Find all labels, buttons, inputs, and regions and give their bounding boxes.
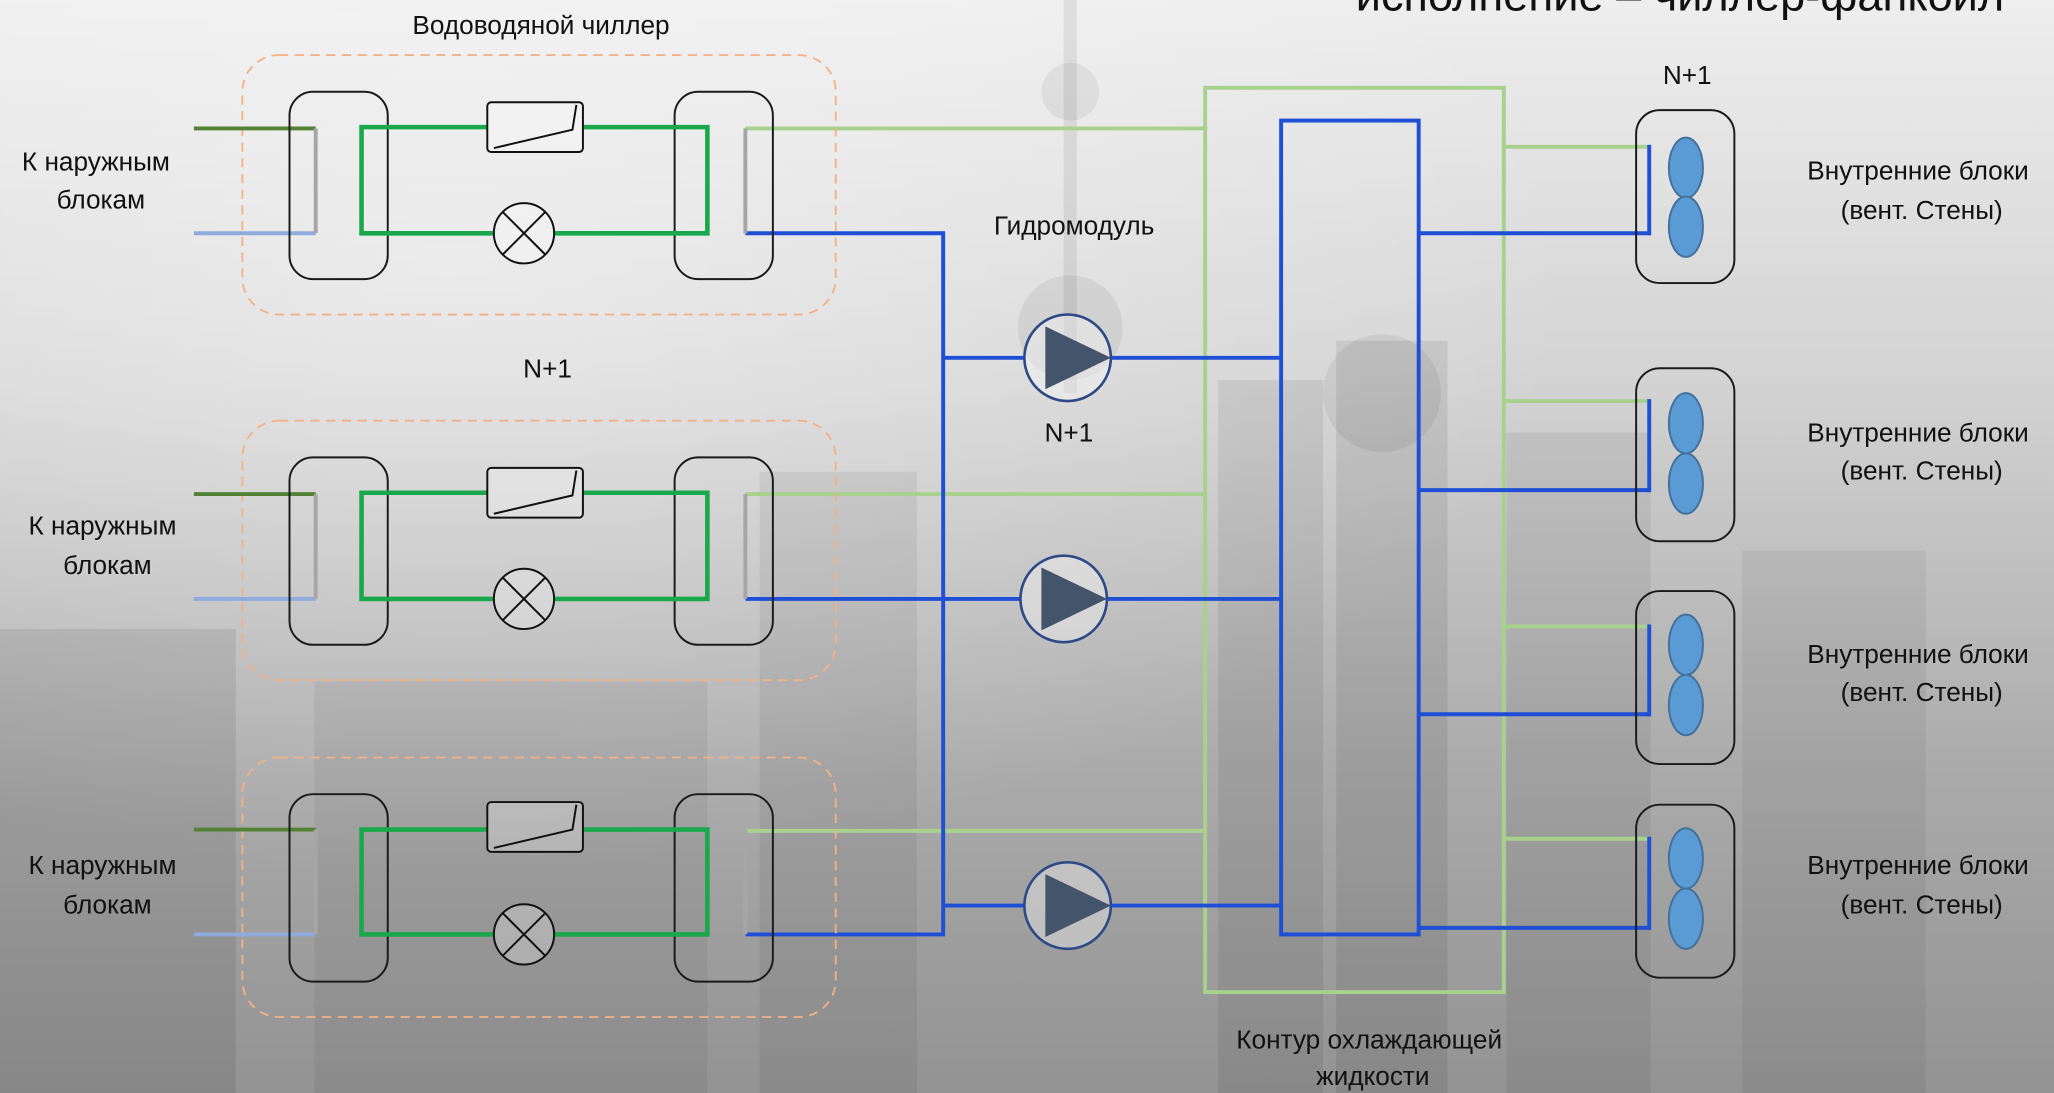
heat-exchanger-left: [288, 793, 389, 983]
pump: [1019, 554, 1109, 644]
coolant-loop-label: Контур охлаждающей жидкости: [1236, 1024, 1509, 1091]
coolant-loop-label-line: жидкости: [1316, 1061, 1429, 1091]
indoor-unit: [1635, 590, 1736, 766]
indoor-units-label-line: (вент. Стены): [1841, 456, 2003, 486]
hydromodule-label: Гидромодуль: [994, 211, 1154, 241]
indoor-units-label-line: Внутренние блоки: [1807, 418, 2029, 448]
fan-blade-icon: [1667, 195, 1704, 258]
refrigerant-loop-right: [554, 827, 710, 937]
refrigerant-loop-left: [359, 827, 494, 937]
water-pipes-green: [745, 85, 1650, 995]
indoor-units-label: Внутренние блоки (вент. Стены): [1807, 156, 2036, 225]
pump: [1023, 861, 1113, 951]
coolant-loop-label-line: Контур охлаждающей: [1236, 1024, 1502, 1054]
compressor-icon: [486, 801, 584, 853]
outdoor-units-label-line: блокам: [63, 550, 152, 580]
expansion-valve-icon: [492, 202, 556, 265]
compressor-icon: [486, 466, 584, 519]
chiller-group-label: Водоводяной чиллер: [412, 10, 669, 40]
chiller-unit: [193, 756, 837, 1018]
fan-blade-icon: [1667, 673, 1704, 737]
indoor-units-label: Внутренние блоки (вент. Стены): [1807, 418, 2036, 486]
outdoor-units-label-line: К наружным: [22, 146, 170, 176]
pump: [1023, 313, 1113, 403]
indoor-unit-body: [1635, 803, 1736, 979]
coolant-loop-outer: [1203, 85, 1506, 995]
background-skyline: [0, 0, 1926, 1093]
outdoor-units-label: К наружным блокам: [28, 511, 183, 580]
outdoor-units-label-line: блокам: [57, 184, 146, 214]
outdoor-units-label: К наружным блокам: [22, 146, 177, 214]
heat-exchanger-right: [673, 456, 774, 646]
outdoor-units-label: К наружным блокам: [28, 850, 183, 919]
refrigerant-loop-right: [554, 124, 710, 236]
fan-blade-icon: [1667, 887, 1704, 950]
indoor-units-label-line: (вент. Стены): [1841, 677, 2003, 707]
refrigerant-loop-left: [359, 490, 494, 602]
fan-blade-icon: [1667, 452, 1704, 515]
chiller-frame: [241, 756, 837, 1018]
chiller-unit: [193, 54, 837, 316]
indoor-units-label-line: (вент. Стены): [1841, 889, 2003, 919]
heat-exchanger-right: [673, 793, 774, 983]
pump-direction-icon: [1045, 326, 1111, 390]
refrigerant-loop-right: [554, 490, 710, 602]
indoor-units-label-line: Внутренние блоки: [1807, 156, 2029, 186]
pump-direction-icon: [1041, 567, 1107, 631]
coolant-collector: [1279, 118, 1421, 937]
water-pipes-blue: [745, 118, 1652, 937]
fan-blade-icon: [1667, 827, 1704, 890]
expansion-valve-icon: [492, 567, 556, 631]
pump-direction-icon: [1045, 874, 1111, 938]
slide-title: исполнение – чиллер-фанкойл: [1356, 0, 2004, 20]
indoor-unit: [1635, 367, 1736, 543]
heat-exchanger-left: [288, 90, 389, 281]
chiller-frame: [241, 419, 837, 682]
indoor-units-label: Внутренние блоки (вент. Стены): [1807, 639, 2036, 707]
outdoor-units-label-line: блокам: [63, 889, 152, 919]
heat-exchanger-right: [673, 90, 774, 281]
indoor-redundancy-label: N+1: [1663, 60, 1712, 90]
indoor-unit-body: [1635, 109, 1736, 285]
indoor-unit-body: [1635, 367, 1736, 543]
compressor-icon: [486, 101, 584, 154]
indoor-units-label: Внутренние блоки (вент. Стены): [1807, 850, 2036, 919]
expansion-valve-icon: [492, 903, 556, 966]
chiller-frame: [241, 54, 837, 316]
heat-exchanger-left: [288, 456, 389, 646]
refrigerant-loop-left: [359, 124, 494, 236]
indoor-units-label-line: Внутренние блоки: [1807, 639, 2029, 669]
fan-blade-icon: [1667, 136, 1704, 199]
chiller-redundancy-label: N+1: [523, 353, 572, 383]
fan-blade-icon: [1667, 392, 1704, 455]
indoor-units-label-line: Внутренние блоки: [1807, 850, 2029, 880]
indoor-unit: [1635, 109, 1736, 285]
indoor-unit: [1635, 803, 1736, 979]
hydromodule-redundancy-label: N+1: [1045, 418, 1094, 448]
outdoor-units-label-line: К наружным: [28, 511, 176, 541]
fan-blade-icon: [1667, 613, 1704, 676]
indoor-unit-body: [1635, 590, 1736, 766]
chiller-unit: [193, 419, 837, 682]
indoor-units-label-line: (вент. Стены): [1841, 195, 2003, 225]
outdoor-units-label-line: К наружным: [28, 850, 176, 880]
